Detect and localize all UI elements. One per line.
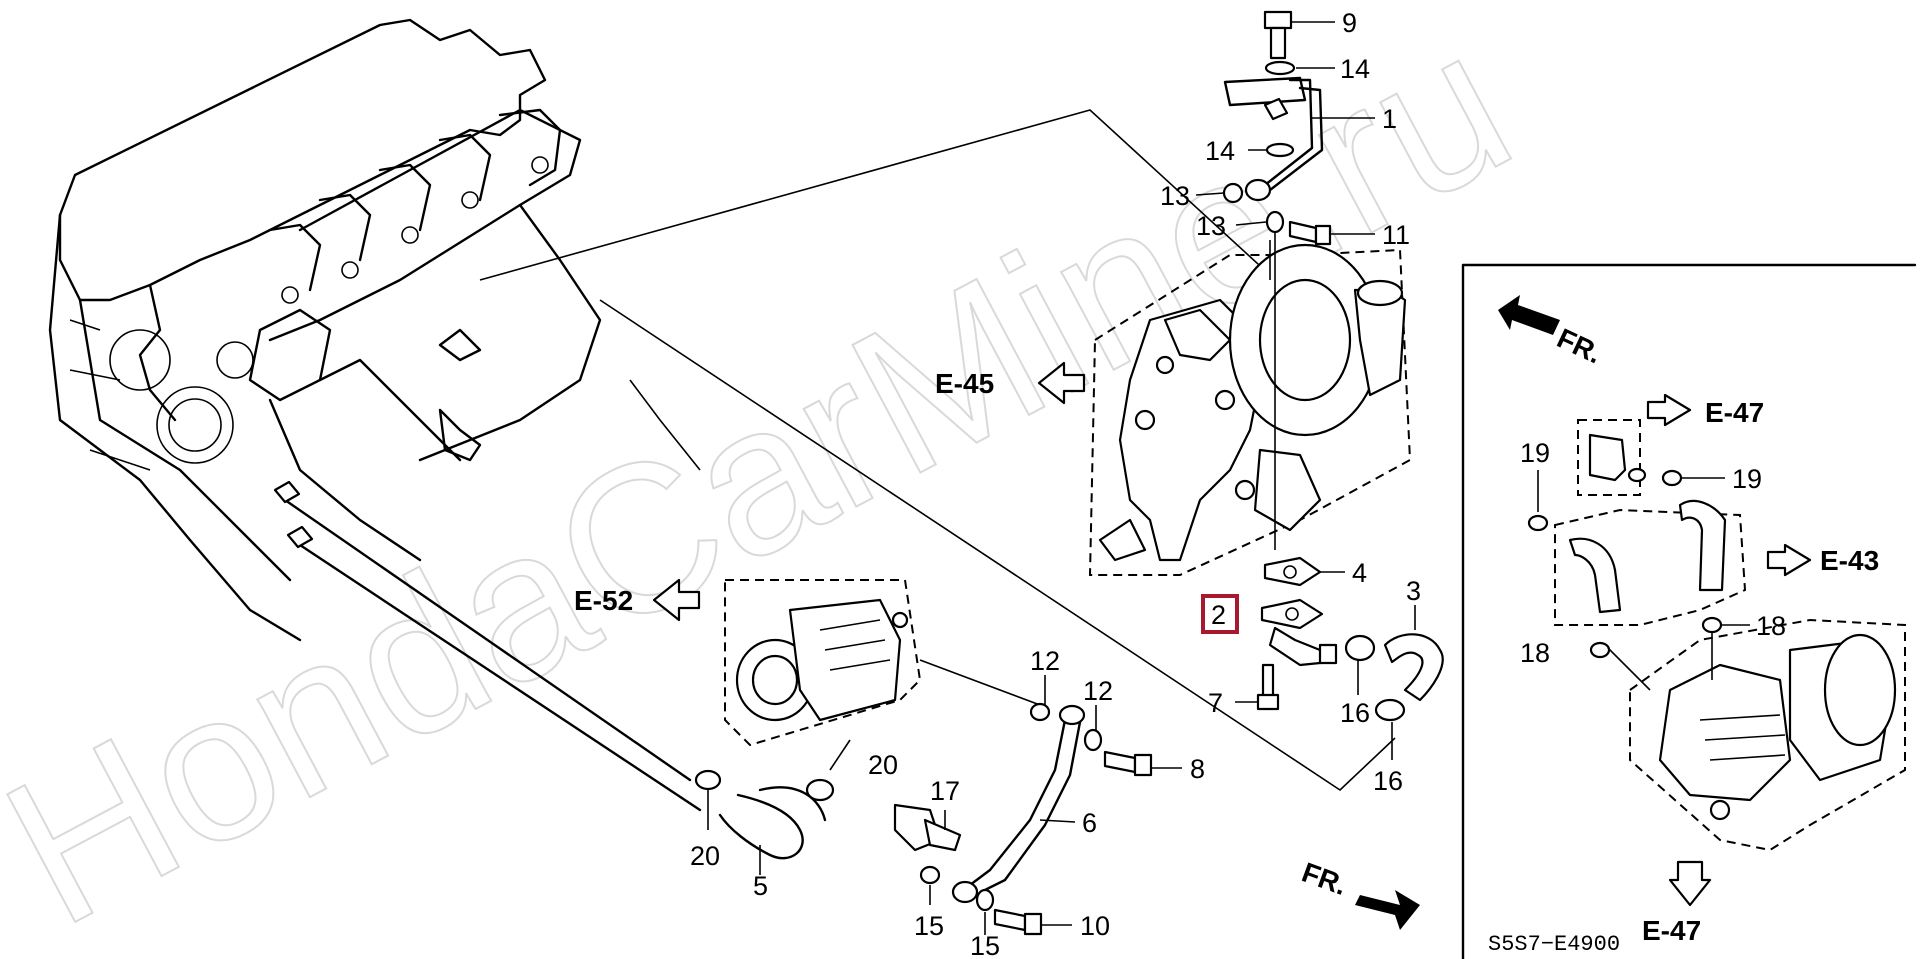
label-part-12-left[interactable]: 12 xyxy=(1030,646,1060,676)
hose-3 xyxy=(1383,605,1444,702)
arrow-fr-main xyxy=(1355,890,1420,930)
arrow-e45 xyxy=(1037,361,1086,405)
label-part-13-lower[interactable]: 13 xyxy=(1196,211,1226,241)
label-part-12-right[interactable]: 12 xyxy=(1083,676,1113,706)
washer-15-right xyxy=(975,888,995,912)
clip-17 xyxy=(893,803,962,852)
washer-14-lower xyxy=(1265,142,1295,158)
label-part-17[interactable]: 17 xyxy=(930,776,960,806)
label-part-8[interactable]: 8 xyxy=(1190,754,1205,784)
washer-12-left xyxy=(1029,702,1051,722)
label-part-10[interactable]: 10 xyxy=(1080,911,1110,941)
label-part-19-right[interactable]: 19 xyxy=(1732,464,1762,494)
water-hose-5 xyxy=(273,480,835,875)
label-part-19-left[interactable]: 19 xyxy=(1520,438,1550,468)
arrow-fr-inset xyxy=(1498,295,1560,335)
gasket-4 xyxy=(1263,556,1345,587)
label-part-7[interactable]: 7 xyxy=(1208,688,1223,718)
bolt-7 xyxy=(1235,663,1280,711)
label-part-11[interactable]: 11 xyxy=(1382,220,1410,250)
direction-fr-inset: FR. xyxy=(1552,322,1606,369)
washer-15-left xyxy=(919,865,941,885)
label-part-20-left[interactable]: 20 xyxy=(690,841,720,871)
ref-e47-bottom[interactable]: E-47 xyxy=(1642,915,1701,946)
arrow-e47-top xyxy=(1646,393,1692,427)
bolt-8 xyxy=(1103,750,1182,777)
direction-fr-main: FR. xyxy=(1298,857,1351,902)
washer-13-lower xyxy=(1265,210,1285,234)
washer-14-upper xyxy=(1264,60,1296,76)
label-part-9[interactable]: 9 xyxy=(1342,8,1357,38)
clamp-16-upper xyxy=(1344,634,1376,695)
oil-pipe-1 xyxy=(1223,76,1375,202)
label-part-5[interactable]: 5 xyxy=(753,871,768,901)
oil-return-pipe-6 xyxy=(951,704,1086,904)
label-part-4[interactable]: 4 xyxy=(1352,558,1367,588)
bolt-9 xyxy=(1263,10,1335,60)
engine-block-illustration xyxy=(48,18,602,642)
label-part-18-right[interactable]: 18 xyxy=(1756,611,1786,641)
inset-panel xyxy=(1461,263,1917,959)
label-part-15-left[interactable]: 15 xyxy=(914,911,944,941)
gasket-2-highlighted-part xyxy=(1260,598,1338,667)
bolt-11 xyxy=(1288,220,1375,246)
label-part-13-upper[interactable]: 13 xyxy=(1160,181,1190,211)
ref-e47-top[interactable]: E-47 xyxy=(1705,397,1764,428)
turbocharger-assembly xyxy=(1088,230,1412,576)
label-part-2[interactable]: 2 xyxy=(1211,600,1226,630)
label-part-3[interactable]: 3 xyxy=(1406,576,1421,606)
reference-lines xyxy=(479,109,1396,792)
ref-e45[interactable]: E-45 xyxy=(935,368,994,399)
bolt-10 xyxy=(993,908,1072,936)
highlight-box-part-2 xyxy=(1201,594,1239,634)
washer-12-right xyxy=(1083,728,1103,752)
diagram-code: S5S7−E4900 xyxy=(1488,932,1620,957)
arrow-e52 xyxy=(652,578,701,622)
label-part-16-lower[interactable]: 16 xyxy=(1373,766,1403,796)
label-part-16-upper[interactable]: 16 xyxy=(1340,698,1370,728)
washer-13-upper xyxy=(1222,182,1244,204)
label-part-1[interactable]: 1 xyxy=(1382,104,1397,134)
arrow-e43 xyxy=(1766,543,1812,577)
arrow-e47-bottom xyxy=(1668,860,1712,907)
label-part-15-right[interactable]: 15 xyxy=(970,931,1000,959)
label-part-14-lower[interactable]: 14 xyxy=(1205,136,1235,166)
label-part-6[interactable]: 6 xyxy=(1082,808,1097,838)
label-part-20-right[interactable]: 20 xyxy=(868,750,898,780)
ref-e43[interactable]: E-43 xyxy=(1820,545,1879,576)
water-pump-assembly xyxy=(724,579,1041,771)
ref-e52[interactable]: E-52 xyxy=(574,585,633,616)
part-number-labels: 9 14 1 14 13 13 11 4 2 3 7 16 16 12 12 8… xyxy=(690,8,1786,959)
clamp-16-lower xyxy=(1374,698,1406,760)
label-part-14-upper[interactable]: 14 xyxy=(1340,54,1370,84)
label-part-18-left[interactable]: 18 xyxy=(1520,638,1550,668)
